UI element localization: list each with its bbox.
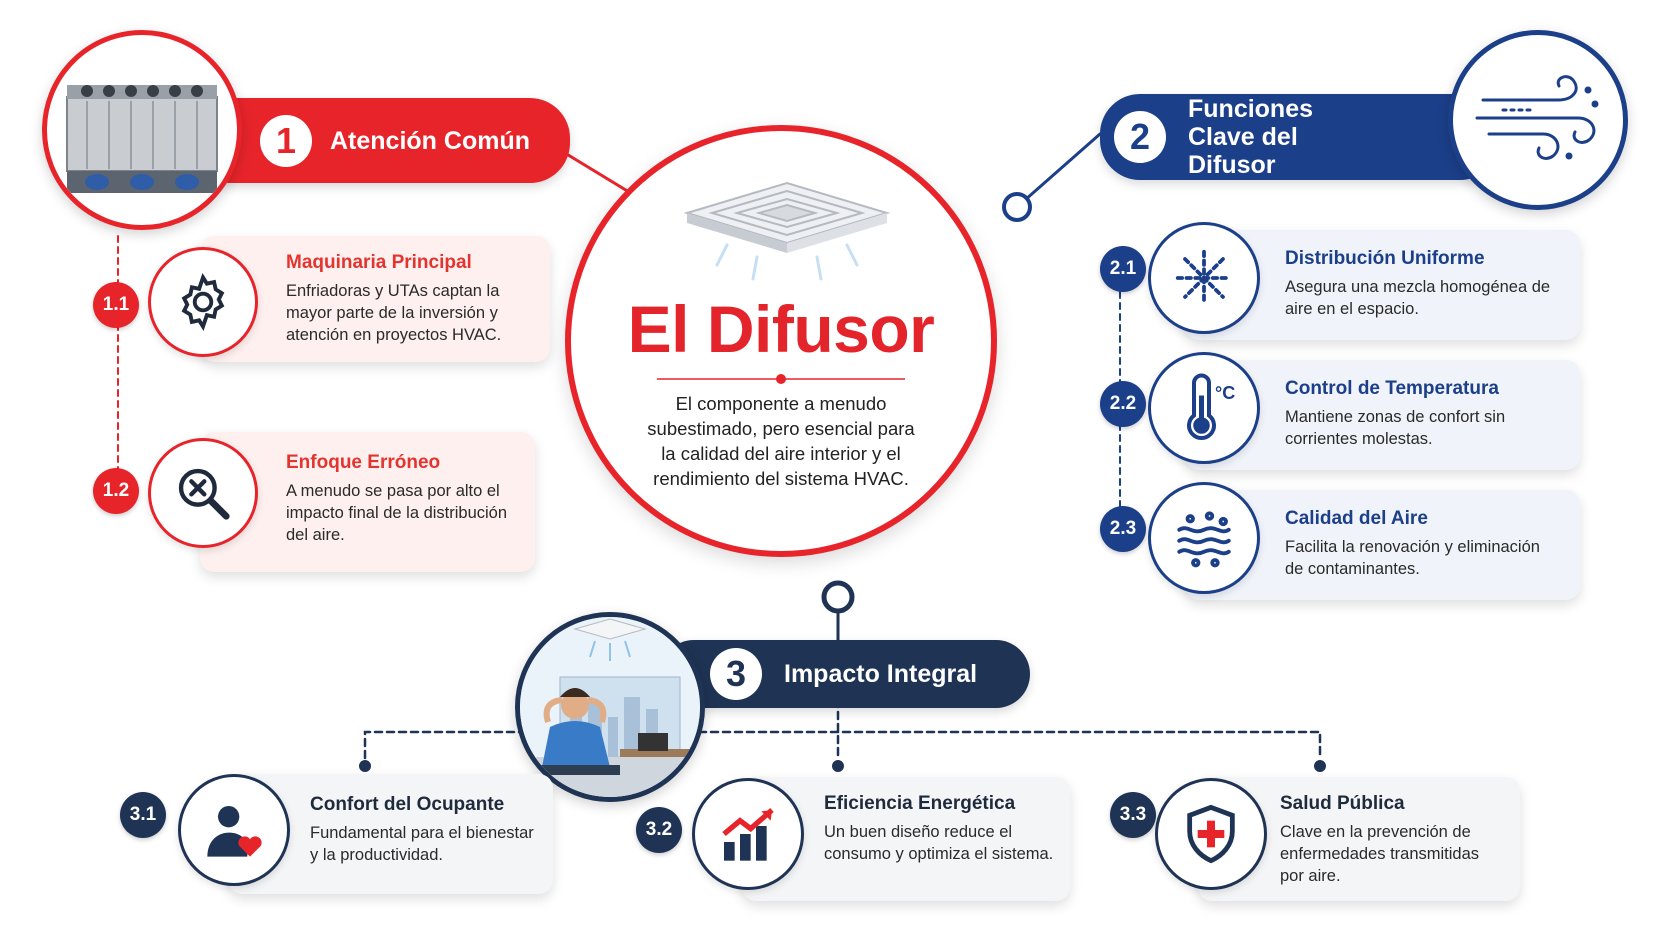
air-swirl-image [1448,30,1628,210]
badge-2-3: 2.3 [1100,506,1146,552]
card-title: Enfoque Erróneo [286,452,441,473]
card-description: Mantiene zonas de confort sin corrientes… [1285,408,1506,448]
card-distribucion-uniforme: Distribución Uniforme Asegura una mezcla… [1185,230,1580,340]
section-1-title: Atención Común [330,126,530,155]
badge-3-2: 3.2 [636,807,682,853]
airflow-arrows-icon [1148,222,1260,334]
health-shield-icon [1155,778,1267,890]
card-title: Salud Pública [1280,793,1405,814]
card-maquinaria-principal: Maquinaria Principal Enfriadoras y UTAs … [200,236,550,362]
card-title: Confort del Ocupante [310,794,505,815]
badge-1-2: 1.2 [93,468,139,514]
card-title: Maquinaria Principal [286,252,472,273]
section-3-title: Impacto Integral [784,660,978,688]
badge-2-1: 2.1 [1100,246,1146,292]
center-description: El componente a menudo subestimado, pero… [647,393,915,489]
section-3-header: 3 Impacto Integral [660,640,1030,708]
section-2-title: Funciones Clave del Difusor [1188,95,1314,179]
gear-icon [148,247,258,357]
card-description: A menudo se pasa por alto el impacto fin… [286,482,508,544]
badge-2-2: 2.2 [1100,381,1146,427]
card-title: Eficiencia Energética [824,793,1016,814]
card-title: Control de Temperatura [1285,378,1499,399]
thermometer-icon: °C [1148,352,1260,464]
office-worker-image [515,612,705,802]
card-description: Facilita la renovación y eliminación de … [1285,538,1540,578]
air-waves-icon [1148,482,1260,594]
card-description: Un buen diseño reduce el consumo y optim… [824,823,1054,863]
badge-3-3: 3.3 [1110,792,1156,838]
center-title: El Difusor [627,292,935,366]
person-heart-icon [178,774,290,886]
section-1-number: 1 [260,114,312,167]
center-divider [657,374,905,384]
card-title: Distribución Uniforme [1285,248,1485,269]
temperature-unit: °C [1215,383,1236,403]
card-description: Enfriadoras y UTAs captan la mayor parte… [286,282,502,344]
badge-1-1: 1.1 [93,282,139,328]
badge-3-1: 3.1 [120,792,166,838]
card-title: Calidad del Aire [1285,508,1428,529]
section-2-header: 2 Funciones Clave del Difusor [1100,94,1500,180]
center-circle: El Difusor El componente a menudo subest… [565,125,997,557]
section-1-header: 1 Atención Común [190,98,570,183]
ceiling-diffuser-icon [683,181,891,281]
section-2-number: 2 [1114,111,1166,163]
card-description: Asegura una mezcla homogénea de aire en … [1285,278,1551,318]
growth-chart-icon [692,778,804,890]
card-description: Fundamental para el bienestar y la produ… [310,824,534,864]
section-3-number: 3 [710,648,762,700]
card-description: Clave en la prevención de enfermedades t… [1280,823,1480,885]
chiller-image [42,30,242,230]
magnifier-x-icon [148,438,258,548]
